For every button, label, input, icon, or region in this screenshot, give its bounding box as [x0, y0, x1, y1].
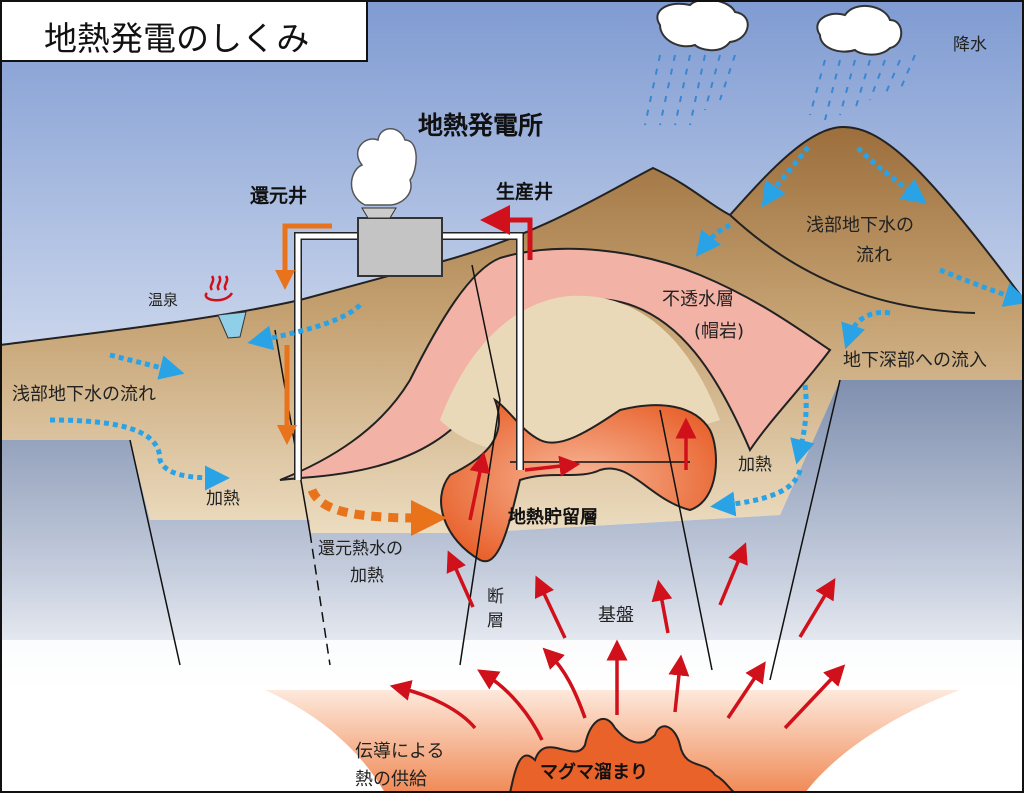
label-fault: 断 — [487, 587, 504, 607]
title-box: 地熱発電のしくみ — [0, 0, 368, 62]
basement-rock — [0, 380, 1024, 700]
label-deep-inflow: 地下深部への流入 — [843, 350, 987, 371]
label-conduction: 伝導による — [355, 741, 445, 762]
label-reservoir: 地熱貯留層 — [508, 507, 598, 528]
label-basement: 基盤 — [598, 605, 634, 626]
label-conduction-2: 熱の供給 — [355, 769, 427, 790]
label-heating-left: 加熱 — [206, 489, 240, 509]
label-impermeable-layer: 不透水層 — [662, 289, 734, 310]
rain — [644, 54, 916, 126]
label-heating-right: 加熱 — [738, 455, 772, 475]
steam-cloud — [350, 128, 417, 206]
magma-chamber — [508, 717, 737, 793]
label-injection-well: 還元井 — [250, 185, 308, 207]
label-shallow-groundwater-right: 浅部地下水の — [806, 215, 914, 236]
label-production-well: 生産井 — [496, 181, 554, 203]
label-power-plant: 地熱発電所 — [418, 111, 544, 140]
label-precipitation: 降水 — [953, 35, 987, 55]
groundwater-flow-arrows — [49, 145, 1024, 517]
label-magma: マグマ溜まり — [540, 762, 648, 783]
page-title: 地熱発電のしくみ — [44, 19, 310, 58]
label-reinjection-heating-2: 加熱 — [350, 566, 384, 586]
label-reinjection-heating: 還元熱水の — [318, 539, 403, 559]
reinjection-arrows — [275, 223, 332, 445]
label-shallow-groundwater-right-2: 流れ — [856, 245, 892, 266]
label-fault-2: 層 — [487, 611, 504, 631]
label-cap-rock: (帽岩) — [694, 321, 745, 342]
hot-spring-pool — [217, 311, 247, 339]
hot-spring-icon — [204, 275, 234, 302]
cloud-icon — [656, 0, 903, 56]
label-hot-spring: 温泉 — [148, 291, 179, 309]
reinjection-flow-arrow — [307, 487, 447, 536]
power-plant-building — [357, 217, 443, 277]
label-shallow-groundwater-left: 浅部地下水の流れ — [12, 384, 156, 405]
heat-arrows — [389, 205, 846, 741]
